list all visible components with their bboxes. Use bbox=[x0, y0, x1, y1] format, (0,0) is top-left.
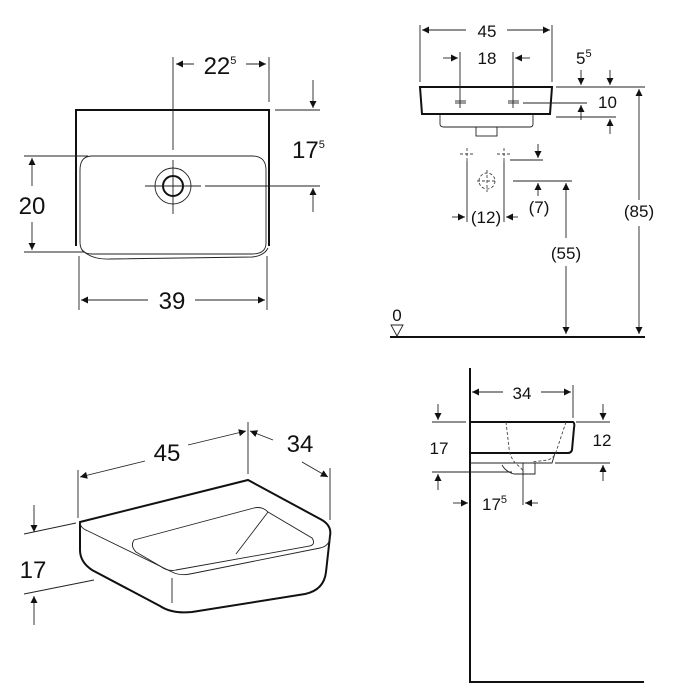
dim-tap-depth-top: 175 bbox=[292, 137, 325, 164]
dim-tap-offset-top: 225 bbox=[204, 53, 237, 80]
dim-front-width: 45 bbox=[478, 22, 497, 41]
basin-outline-iso bbox=[79, 478, 332, 614]
basin-outline-front bbox=[418, 86, 554, 115]
dim-iso-depth: 34 bbox=[287, 431, 314, 458]
dim-rim-offset: 55 bbox=[576, 48, 592, 68]
wall-and-floor bbox=[469, 368, 644, 683]
basin-outline-side bbox=[470, 421, 576, 454]
dim-drain-offset: 175 bbox=[482, 494, 507, 514]
supply-outlet-icon bbox=[460, 148, 510, 192]
floor-level-label: 0 bbox=[392, 306, 401, 325]
dim-iso-height: 17 bbox=[20, 557, 47, 584]
top-view: 225 175 20 39 bbox=[19, 53, 325, 315]
dim-bowl-height: 12 bbox=[593, 431, 612, 450]
dim-rim-height: 10 bbox=[598, 93, 617, 112]
bowl-outline-iso bbox=[131, 507, 315, 571]
dim-iso-width: 45 bbox=[154, 440, 181, 467]
dim-side-height: 17 bbox=[430, 439, 449, 458]
tap-hole-icon bbox=[455, 98, 519, 108]
dim-drain-height: (55) bbox=[551, 244, 581, 263]
dim-side-depth: 34 bbox=[513, 384, 532, 403]
isometric-view: 45 34 17 bbox=[20, 422, 332, 625]
dim-supply-spacing: (12) bbox=[471, 208, 501, 227]
front-view: 45 18 55 10 (7) (12) bbox=[390, 22, 654, 338]
dim-supply-offset: (7) bbox=[529, 198, 550, 217]
bowl-outline-top bbox=[79, 155, 267, 255]
dim-rim-floor-height: (85) bbox=[624, 202, 654, 221]
basin-outline-top bbox=[75, 109, 270, 246]
dim-basin-depth: 20 bbox=[19, 193, 46, 220]
dim-tap-spacing: 18 bbox=[478, 49, 497, 68]
floor-level-marker-icon bbox=[390, 324, 404, 337]
dim-outer-width: 39 bbox=[159, 288, 186, 315]
side-view: 34 17 12 175 bbox=[430, 368, 644, 683]
